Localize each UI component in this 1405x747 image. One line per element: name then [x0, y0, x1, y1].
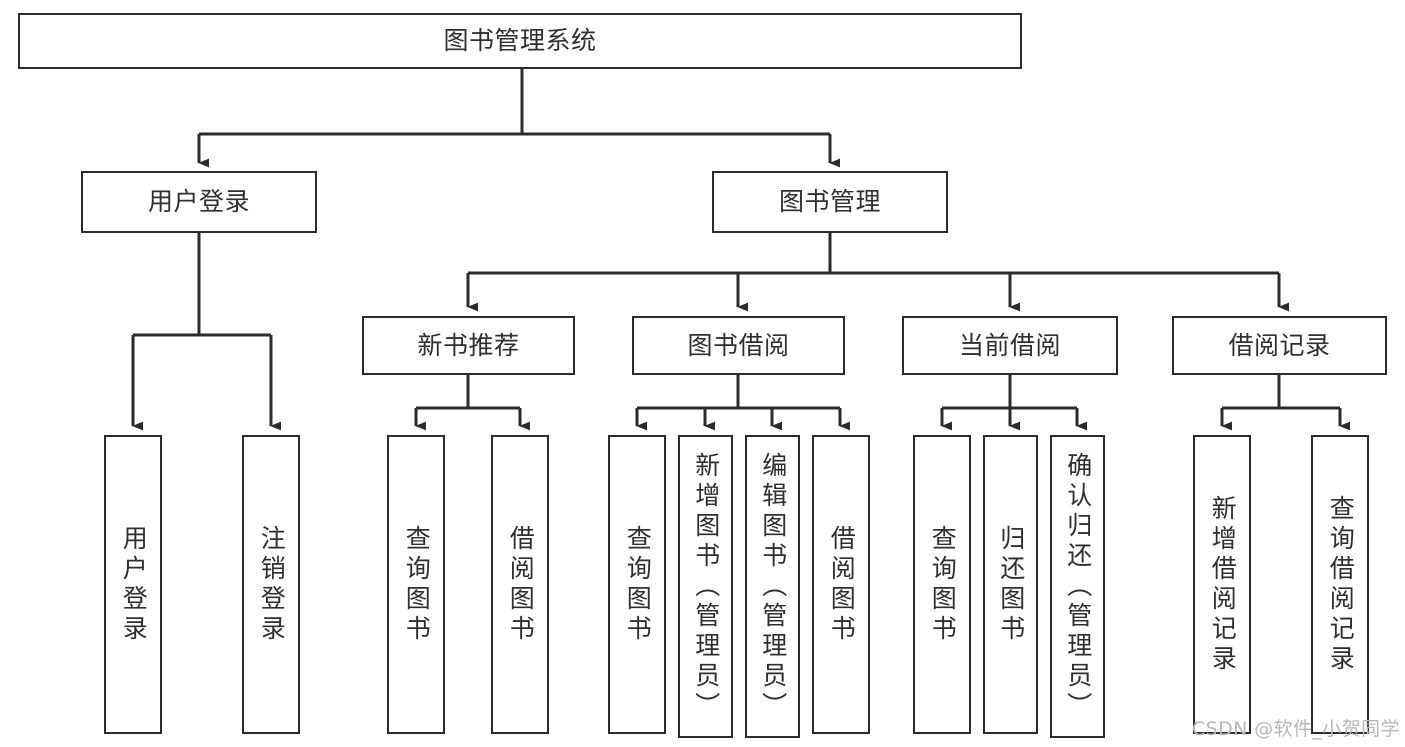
leaf-current-borrow-confirm-return-admin[interactable]: 确认归还（管理员） [1050, 435, 1105, 738]
node-label: 新增借阅记录 [1208, 494, 1238, 675]
node-label: 图书管理系统 [443, 26, 597, 56]
leaf-user-login-login[interactable]: 用户登录 [104, 435, 162, 734]
node-label: 用户登录 [119, 524, 149, 645]
node-label: 注销登录 [257, 524, 287, 645]
node-label: 当前借阅 [958, 330, 1061, 360]
node-user-login[interactable]: 用户登录 [81, 171, 317, 233]
node-label: 查询图书 [402, 524, 432, 645]
leaf-borrow-record-query-record[interactable]: 查询借阅记录 [1311, 435, 1369, 734]
watermark-text: CSDN @软件_小贺同学 [1192, 718, 1400, 740]
node-borrow-record[interactable]: 借阅记录 [1172, 316, 1387, 375]
node-label: 借阅记录 [1228, 330, 1331, 360]
node-label: 用户登录 [147, 187, 250, 217]
node-label: 新增图书（管理员） [691, 451, 721, 722]
node-new-book-recommend[interactable]: 新书推荐 [362, 316, 575, 375]
node-label: 查询借阅记录 [1326, 494, 1356, 675]
node-label: 图书管理 [778, 187, 881, 217]
leaf-borrow-record-add-record[interactable]: 新增借阅记录 [1193, 435, 1251, 734]
node-label: 编辑图书（管理员） [758, 451, 788, 722]
node-label: 查询图书 [623, 524, 653, 645]
leaf-current-borrow-query-book[interactable]: 查询图书 [913, 435, 971, 734]
node-current-borrow[interactable]: 当前借阅 [902, 316, 1118, 375]
leaf-new-book-query-book[interactable]: 查询图书 [387, 435, 445, 734]
node-label: 图书借阅 [687, 330, 790, 360]
node-label: 借阅图书 [506, 524, 536, 645]
node-label: 确认归还（管理员） [1063, 451, 1093, 722]
leaf-book-borrow-edit-book-admin[interactable]: 编辑图书（管理员） [745, 435, 800, 738]
leaf-book-borrow-add-book-admin[interactable]: 新增图书（管理员） [678, 435, 733, 738]
leaf-user-login-logout[interactable]: 注销登录 [242, 435, 300, 734]
leaf-current-borrow-return-book[interactable]: 归还图书 [983, 435, 1038, 734]
node-root-book-management-system[interactable]: 图书管理系统 [18, 13, 1022, 69]
node-label: 归还图书 [996, 524, 1026, 645]
node-book-borrow[interactable]: 图书借阅 [632, 316, 845, 375]
node-label: 查询图书 [928, 524, 958, 645]
leaf-book-borrow-query-book[interactable]: 查询图书 [608, 435, 666, 734]
node-label: 借阅图书 [827, 524, 857, 645]
leaf-book-borrow-borrow-book[interactable]: 借阅图书 [812, 435, 870, 734]
node-book-management[interactable]: 图书管理 [712, 171, 948, 233]
leaf-new-book-borrow-book[interactable]: 借阅图书 [491, 435, 549, 734]
node-label: 新书推荐 [417, 330, 520, 360]
